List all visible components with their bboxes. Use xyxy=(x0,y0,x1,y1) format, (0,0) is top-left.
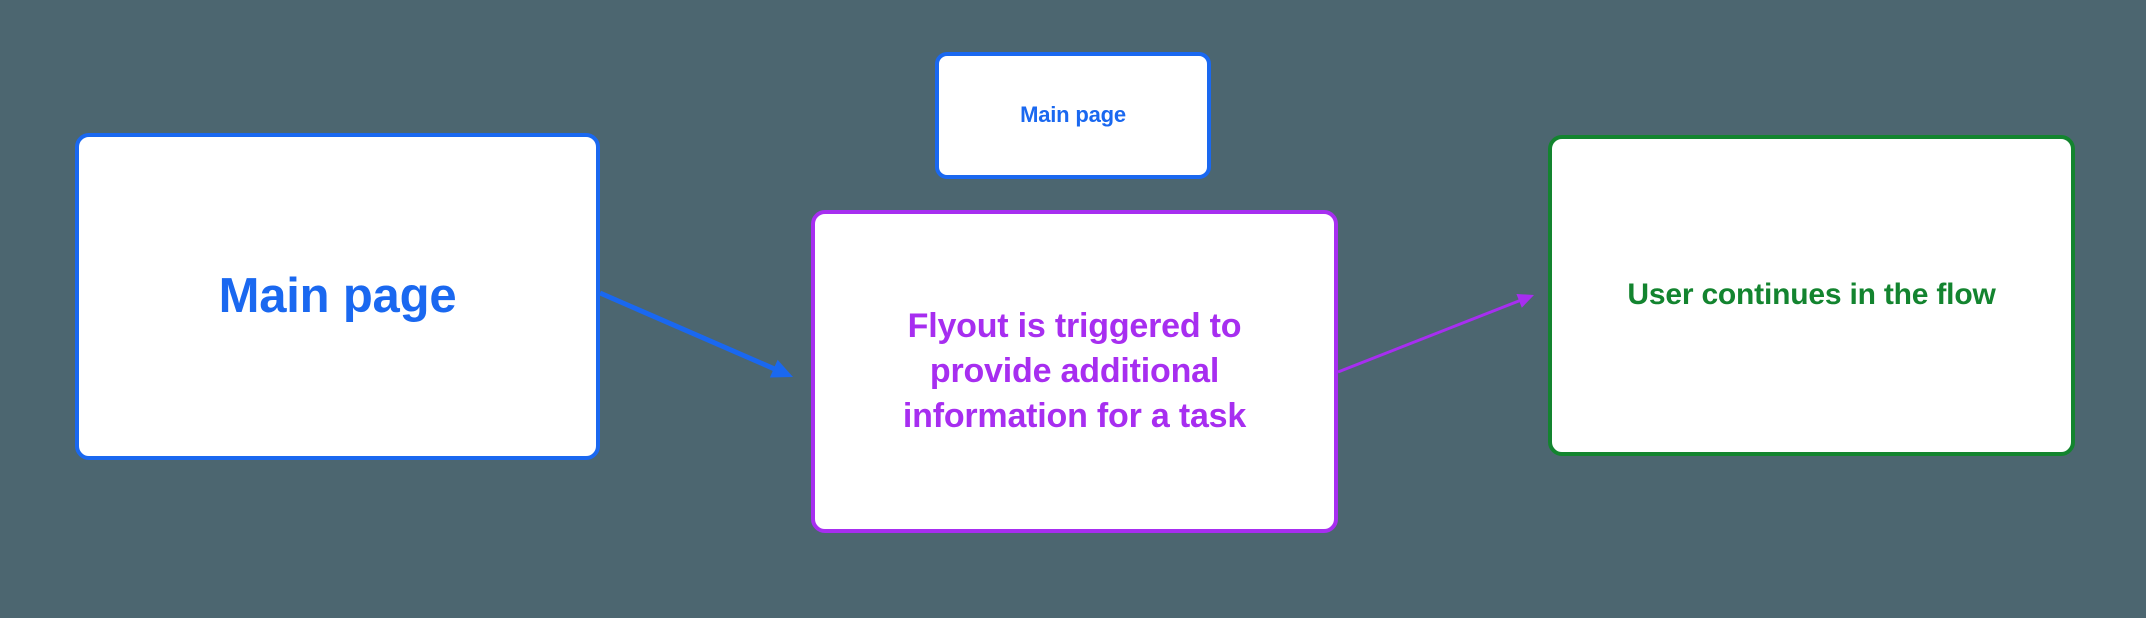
connector-line xyxy=(599,290,777,372)
connector-arrowhead xyxy=(1516,294,1534,308)
node-user-continues[interactable]: User continues in the flow xyxy=(1548,135,2075,456)
node-flyout[interactable]: Flyout is triggered to provide additiona… xyxy=(811,210,1338,533)
node-flyout-label: Flyout is triggered to provide additiona… xyxy=(902,306,1247,436)
connector-flyout-to-user-continues xyxy=(1337,294,1534,374)
connector-line xyxy=(1337,298,1522,374)
connector-arrowhead xyxy=(769,359,793,378)
node-main-page-large[interactable]: Main page xyxy=(75,133,600,460)
node-user-continues-label: User continues in the flow xyxy=(1627,278,1996,312)
node-main-page-small[interactable]: Main page xyxy=(935,52,1211,179)
node-main-page-large-label: Main page xyxy=(218,269,457,324)
node-main-page-small-label: Main page xyxy=(1020,102,1126,128)
connector-main-page-to-flyout xyxy=(599,290,793,378)
